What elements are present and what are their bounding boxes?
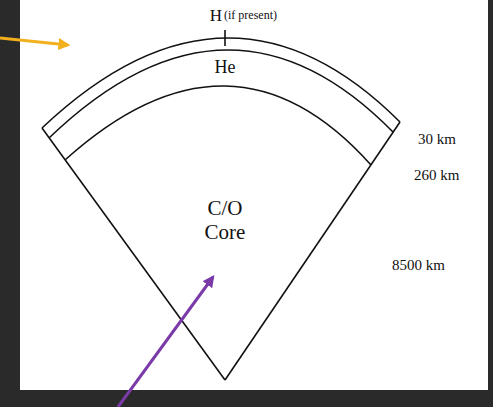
orange-pointer-arrow xyxy=(0,38,68,45)
dimension-label: 260 km xyxy=(414,167,459,184)
white-panel xyxy=(20,0,488,390)
dimension-label: 8500 km xyxy=(392,257,445,274)
wedge-side xyxy=(225,122,400,380)
layer-label: H xyxy=(210,6,222,26)
wedge-outline xyxy=(42,30,400,380)
layer-label: He xyxy=(215,57,236,78)
core-boundary-arc xyxy=(65,86,371,165)
layer-note: (if present) xyxy=(224,9,277,23)
purple-pointer-arrow xyxy=(118,277,213,407)
tick-mark xyxy=(224,30,226,46)
core-label: C/O Core xyxy=(193,196,257,244)
wedge-side xyxy=(42,128,225,380)
outer-surface-arc xyxy=(42,38,400,128)
hydrogen-boundary-arc xyxy=(49,50,393,138)
dimension-label: 30 km xyxy=(418,131,456,148)
